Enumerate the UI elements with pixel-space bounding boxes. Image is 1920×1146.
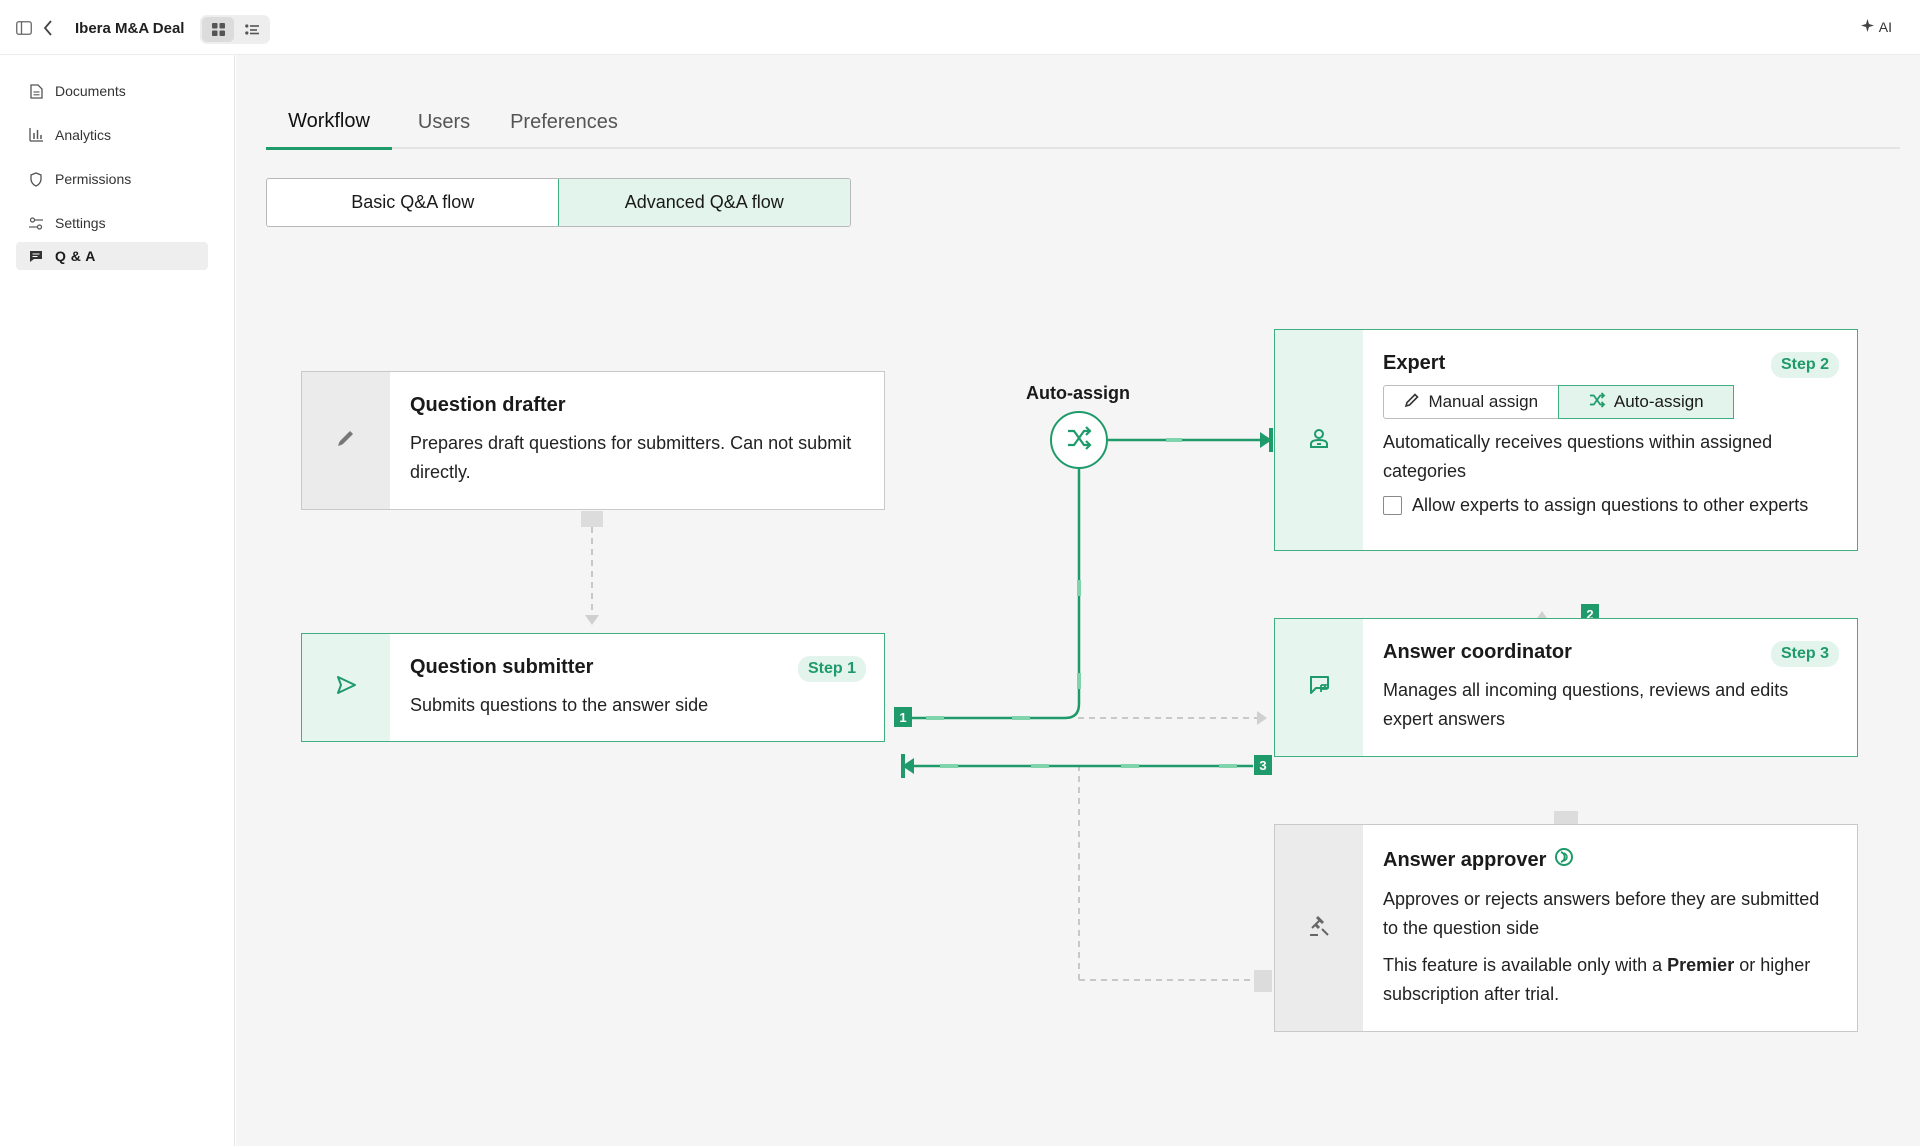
rail — [1275, 619, 1363, 756]
card-description: Automatically receives questions within … — [1383, 432, 1773, 481]
answer-coordinator-card[interactable]: Answer coordinator Step 3 Manages all in… — [1274, 618, 1858, 757]
step-badge: Step 1 — [797, 656, 866, 682]
rail — [1275, 330, 1363, 550]
sidebar-item-label: Settings — [55, 215, 106, 231]
pencil-icon — [335, 427, 357, 454]
back-arrow-icon[interactable] — [38, 17, 58, 39]
user-icon — [1307, 426, 1331, 455]
tab-users[interactable]: Users — [417, 110, 471, 133]
sidebar-item-documents[interactable]: Documents — [16, 77, 208, 105]
workflow-canvas: 1 2 3 Auto-assign Question drafter Prepa… — [236, 55, 1920, 1146]
rail — [302, 372, 390, 509]
checkbox-label: Allow experts to assign questions to oth… — [1412, 495, 1809, 515]
allow-reassign-row[interactable]: Allow experts to assign questions to oth… — [1383, 495, 1837, 516]
view-switch — [200, 15, 270, 44]
sidebar: Documents Analytics Permissions Settings… — [0, 55, 235, 1146]
sidebar-item-qa[interactable]: Q & A — [16, 242, 208, 270]
connector-number-3: 3 — [1254, 755, 1272, 775]
step-badge: Step 3 — [1770, 641, 1839, 667]
connector-handle — [581, 511, 603, 527]
sidebar-item-label: Analytics — [55, 127, 112, 143]
rail — [1275, 825, 1363, 1031]
allow-reassign-checkbox[interactable] — [1383, 496, 1402, 515]
ai-button[interactable]: AI — [1860, 19, 1892, 35]
ai-label: AI — [1878, 19, 1892, 35]
grid-view-icon[interactable] — [202, 17, 234, 42]
chat-icon — [28, 248, 44, 264]
sidebar-item-settings[interactable]: Settings — [16, 209, 208, 237]
gavel-icon — [1307, 914, 1331, 943]
flow-type-toggle: Basic Q&A flow Advanced Q&A flow — [266, 178, 851, 227]
sparkle-icon — [1860, 19, 1874, 35]
auto-assign-label: Auto-assign — [1026, 383, 1131, 403]
card-description: Submits questions to the answer side — [410, 695, 709, 715]
auto-assign-button[interactable]: Auto-assign — [1557, 385, 1734, 419]
subscription-notice: This feature is available only with a Pr… — [1383, 955, 1811, 1004]
card-title: Answer coordinator — [1383, 641, 1572, 663]
rail — [302, 634, 390, 741]
app-title: Ibera M&A Deal — [75, 20, 185, 37]
sidebar-item-permissions[interactable]: Permissions — [16, 165, 208, 193]
document-icon — [28, 83, 44, 99]
card-body: Question submitter Submits questions to … — [390, 634, 884, 741]
assign-mode-toggle: Manual assign Auto-assign — [1383, 385, 1734, 419]
card-body: Expert Step 2 Manual assign Auto-assign … — [1363, 330, 1857, 550]
main-content: Workflow Users Preferences Basic Q&A flo… — [236, 55, 1920, 1146]
sidebar-item-label: Permissions — [55, 171, 132, 187]
card-body: Answer approver Approves or rejects answ… — [1363, 825, 1857, 1031]
shield-icon — [28, 171, 44, 187]
basic-flow-button[interactable]: Basic Q&A flow — [351, 192, 475, 212]
list-view-icon[interactable] — [236, 17, 268, 42]
manual-assign-button[interactable]: Manual assign — [1384, 386, 1559, 418]
tab-bar: Workflow Users Preferences — [266, 95, 1900, 150]
question-submitter-card[interactable]: Question submitter Submits questions to … — [301, 633, 885, 742]
sidebar-item-label: Documents — [55, 83, 126, 99]
pencil-icon — [1404, 392, 1420, 413]
card-body: Question drafter Prepares draft question… — [390, 372, 884, 509]
tab-preferences[interactable]: Preferences — [510, 110, 618, 133]
premium-feature-icon — [1554, 847, 1574, 873]
card-title: Question drafter — [410, 394, 566, 416]
advanced-flow-button[interactable]: Advanced Q&A flow — [557, 179, 850, 226]
shuffle-icon — [1588, 391, 1606, 414]
sliders-icon — [28, 215, 44, 231]
bar-chart-icon — [28, 127, 44, 143]
shuffle-icon — [1065, 424, 1093, 457]
card-description: Approves or rejects answers before they … — [1383, 889, 1820, 938]
sidebar-item-label: Q & A — [55, 248, 96, 264]
sidebar-item-analytics[interactable]: Analytics — [16, 121, 208, 149]
answer-approver-card[interactable]: Answer approver Approves or rejects answ… — [1274, 824, 1858, 1032]
card-title: Answer approver — [1383, 847, 1837, 873]
top-bar: Ibera M&A Deal AI — [0, 0, 1920, 55]
sidebar-toggle-icon[interactable] — [14, 18, 34, 38]
send-icon — [334, 673, 358, 702]
expert-card[interactable]: Expert Step 2 Manual assign Auto-assign … — [1274, 329, 1858, 551]
card-title: Question submitter — [410, 656, 594, 678]
question-drafter-card[interactable]: Question drafter Prepares draft question… — [301, 371, 885, 510]
card-description: Manages all incoming questions, reviews … — [1383, 680, 1789, 729]
card-title: Expert — [1383, 352, 1446, 374]
card-description: Prepares draft questions for submitters.… — [410, 433, 852, 482]
auto-assign-node[interactable] — [1050, 411, 1108, 469]
card-body: Answer coordinator Step 3 Manages all in… — [1363, 619, 1857, 756]
tab-workflow[interactable]: Workflow — [266, 95, 392, 150]
connector-number-1: 1 — [894, 707, 912, 727]
message-flag-icon — [1307, 673, 1331, 702]
step-badge: Step 2 — [1770, 352, 1839, 378]
